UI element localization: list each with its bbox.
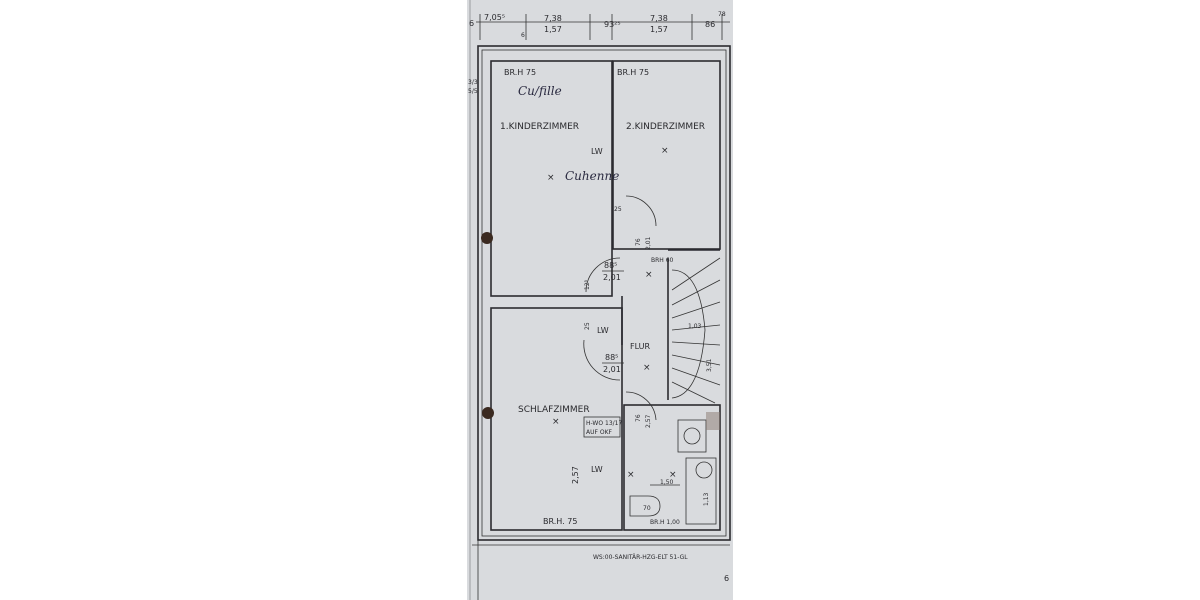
- stair-length: 3,51: [706, 358, 713, 372]
- dim-first: 7,05⁵: [484, 13, 505, 22]
- door-width-bad: 76: [635, 414, 642, 422]
- dim-window1-top: 7,38: [544, 14, 562, 23]
- sill-height-flur: BRH 60: [651, 257, 674, 264]
- dimension-ticks: [479, 14, 723, 40]
- bathtub: [685, 457, 717, 525]
- door-width-k2: 76: [635, 238, 642, 246]
- wc: [629, 495, 661, 517]
- door-width-k1: 88⁵: [604, 261, 617, 270]
- dim-wc: 70: [643, 505, 651, 512]
- room-label-flur: FLUR: [630, 342, 651, 351]
- ceiling-light-icon: ×: [643, 363, 651, 373]
- dim-right-corner: 78: [718, 11, 726, 18]
- sill-height-kinder2: BR.H 75: [617, 68, 649, 77]
- door-height-bad: 2,57: [645, 414, 652, 428]
- room-kinderzimmer-1: [490, 60, 613, 297]
- punch-hole: [482, 407, 494, 419]
- dim-wall-25: 25: [584, 322, 591, 330]
- paper-sheet: [467, 0, 733, 600]
- ceiling-light-icon: ×: [552, 417, 560, 427]
- ceiling-light-icon: ×: [645, 270, 653, 280]
- dim-window2-top: 7,38: [650, 14, 668, 23]
- lw-label: LW: [591, 147, 603, 156]
- ceiling-light-icon: ×: [547, 173, 555, 183]
- ceiling-light-icon: ×: [669, 470, 677, 480]
- dim-wall-25: 25: [614, 206, 622, 213]
- plan-code: WS:00-SANITÄR-HZG-ELT 51-GL: [593, 554, 688, 561]
- note-okf: AUF OKF: [586, 429, 613, 436]
- room-schlafzimmer: [490, 307, 623, 531]
- sill-height-schlafzimmer: BR.H. 75: [543, 517, 577, 526]
- room-label-kinderzimmer-2: 2.KINDERZIMMER: [626, 122, 705, 132]
- ground-symbol-icon: [695, 461, 713, 479]
- side-mark-lower: 5/5: [468, 88, 478, 95]
- room-bad: [623, 404, 721, 531]
- ceiling-light-icon: ×: [661, 146, 669, 156]
- side-mark-upper: 3/3: [468, 79, 478, 86]
- room-label-schlafzimmer: SCHLAFZIMMER: [518, 405, 590, 415]
- ground-symbol-icon: [683, 427, 701, 445]
- dim-right: 86: [705, 20, 715, 29]
- sill-height-kinder1: BR.H 75: [504, 68, 536, 77]
- room-label-kinderzimmer-1: 1.KINDERZIMMER: [500, 122, 579, 132]
- dim-pier: 93²⁵: [604, 20, 621, 29]
- dim-height-schlafzimmer: 2,57: [571, 466, 580, 484]
- room-kinderzimmer-2: [612, 60, 721, 250]
- door-height-schlafzimmer: 2,01: [603, 365, 621, 374]
- note-hwo: H-WO 13/17: [586, 420, 622, 427]
- washbasin: [677, 419, 707, 453]
- handwritten-note-kinder2: Cuhenne: [565, 169, 619, 183]
- dim-window2-bottom: 1,57: [650, 25, 668, 34]
- door-height-k1: 2,01: [603, 273, 621, 282]
- door-swing-kinderzimmer-1: [585, 257, 621, 293]
- door-width-schlafzimmer: 88⁵: [605, 353, 618, 362]
- door-swing-kinderzimmer-2: [625, 195, 657, 227]
- dim-wall-12-5: 12⁵: [584, 279, 591, 290]
- outer-wall-inner-line: [481, 49, 727, 537]
- ceiling-light-icon: ×: [627, 470, 635, 480]
- staircase: [671, 257, 721, 404]
- shaft-hatched: [706, 412, 720, 430]
- outer-wall: [477, 45, 731, 541]
- dim-left-margin: 6: [469, 19, 474, 28]
- handwritten-note-kinder1: Cu/fille: [518, 84, 562, 98]
- dim-bad-width: 1,50: [660, 479, 674, 486]
- punch-hole: [481, 232, 493, 244]
- dim-window1-bottom: 1,57: [544, 25, 562, 34]
- dim-stub: 6: [521, 32, 525, 39]
- door-swing-bad: [625, 391, 657, 421]
- dim-bathtub: 1,13: [703, 492, 710, 506]
- page-mark: 6: [724, 574, 729, 583]
- note-box: [583, 416, 621, 438]
- stair-width: 1,03: [688, 323, 702, 330]
- lw-label: LW: [591, 465, 603, 474]
- door-swing-schlafzimmer: [583, 339, 621, 381]
- lw-label: LW: [597, 326, 609, 335]
- door-height-k2: 2,01: [645, 236, 652, 250]
- sill-height-bad: BR.H 1,00: [650, 519, 680, 526]
